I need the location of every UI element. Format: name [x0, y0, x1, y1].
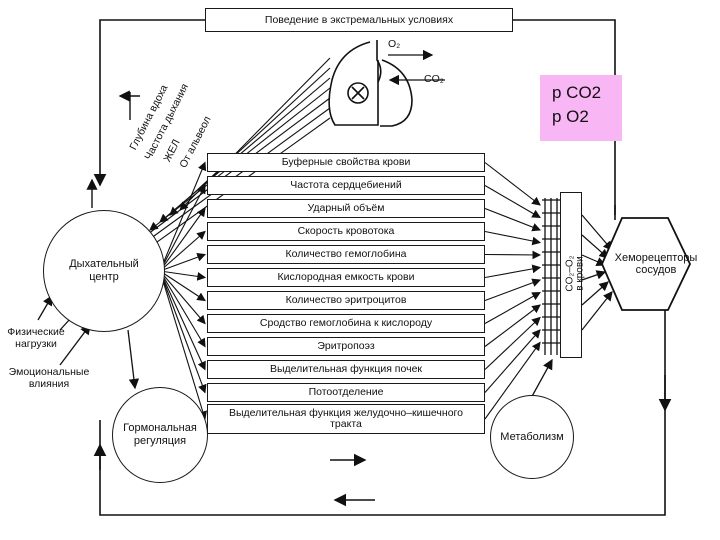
factor-label: Выделительная функция желудочно–кишечног…: [229, 407, 463, 430]
factor-label: Ударный объём: [307, 202, 385, 214]
po2-label: p O2: [552, 107, 589, 126]
factor-box: Потоотделение: [207, 383, 485, 402]
emotional-influence-label: Эмоциональные влияния: [8, 366, 90, 390]
respiratory-center-label: Дыхательный центр: [69, 258, 139, 283]
chemoreceptors-label: Хеморецепторы сосудов: [614, 252, 698, 276]
factor-box: Ударный объём: [207, 199, 485, 218]
factor-label: Сродство гемоглобина к кислороду: [259, 317, 433, 329]
factor-box: Кислородная емкость крови: [207, 268, 485, 287]
extreme-behaviour-box: Поведение в экстремальных условиях: [205, 8, 513, 32]
blood-gas-block: [560, 192, 582, 358]
factor-box: Количество эритроцитов: [207, 291, 485, 310]
factor-box: Частота сердцебиений: [207, 176, 485, 195]
o2-label: O₂: [388, 38, 401, 50]
factor-label: Количество гемоглобина: [285, 248, 407, 260]
hormonal-regulation-label: Гормональная регуляция: [123, 422, 197, 447]
co2-label: CO₂: [424, 73, 444, 85]
blood-gas-bottom-label: в крови: [574, 256, 586, 291]
factor-box: Эритропоэз: [207, 337, 485, 356]
factor-box: Количество гемоглобина: [207, 245, 485, 264]
factor-label: Кислородная емкость крови: [277, 271, 415, 283]
chemoreceptors-hexagon: [601, 217, 691, 311]
extreme-behaviour-label: Поведение в экстремальных условиях: [264, 13, 454, 26]
metabolism-circle: Метаболизм: [490, 395, 574, 479]
metabolism-label: Метаболизм: [500, 430, 564, 443]
pco2-label: p CO2: [552, 83, 602, 102]
factor-box: Буферные свойства крови: [207, 153, 485, 172]
factor-label: Буферные свойства крови: [281, 156, 411, 168]
hormonal-regulation-circle: Гормональная регуляция: [112, 387, 208, 483]
respiratory-center-circle: Дыхательный центр: [43, 210, 165, 332]
factor-label: Выделительная функция почек: [269, 363, 423, 375]
factor-label: Частота сердцебиений: [290, 179, 402, 191]
physical-load-label: Физические нагрузки: [7, 326, 65, 350]
factor-label: Скорость кровотока: [297, 225, 395, 237]
factor-box: Сродство гемоглобина к кислороду: [207, 314, 485, 333]
factor-box: Скорость кровотока: [207, 222, 485, 241]
factor-box: Выделительная функция почек: [207, 360, 485, 379]
factor-label: Эритропоэз: [317, 340, 375, 352]
factor-label: Потоотделение: [308, 386, 384, 398]
factor-label: Количество эритроцитов: [285, 294, 407, 306]
partial-pressure-box: p CO2 p O2: [540, 75, 622, 141]
lungs-icon: [328, 40, 413, 127]
factor-box: Выделительная функция желудочно–кишечног…: [207, 404, 485, 434]
